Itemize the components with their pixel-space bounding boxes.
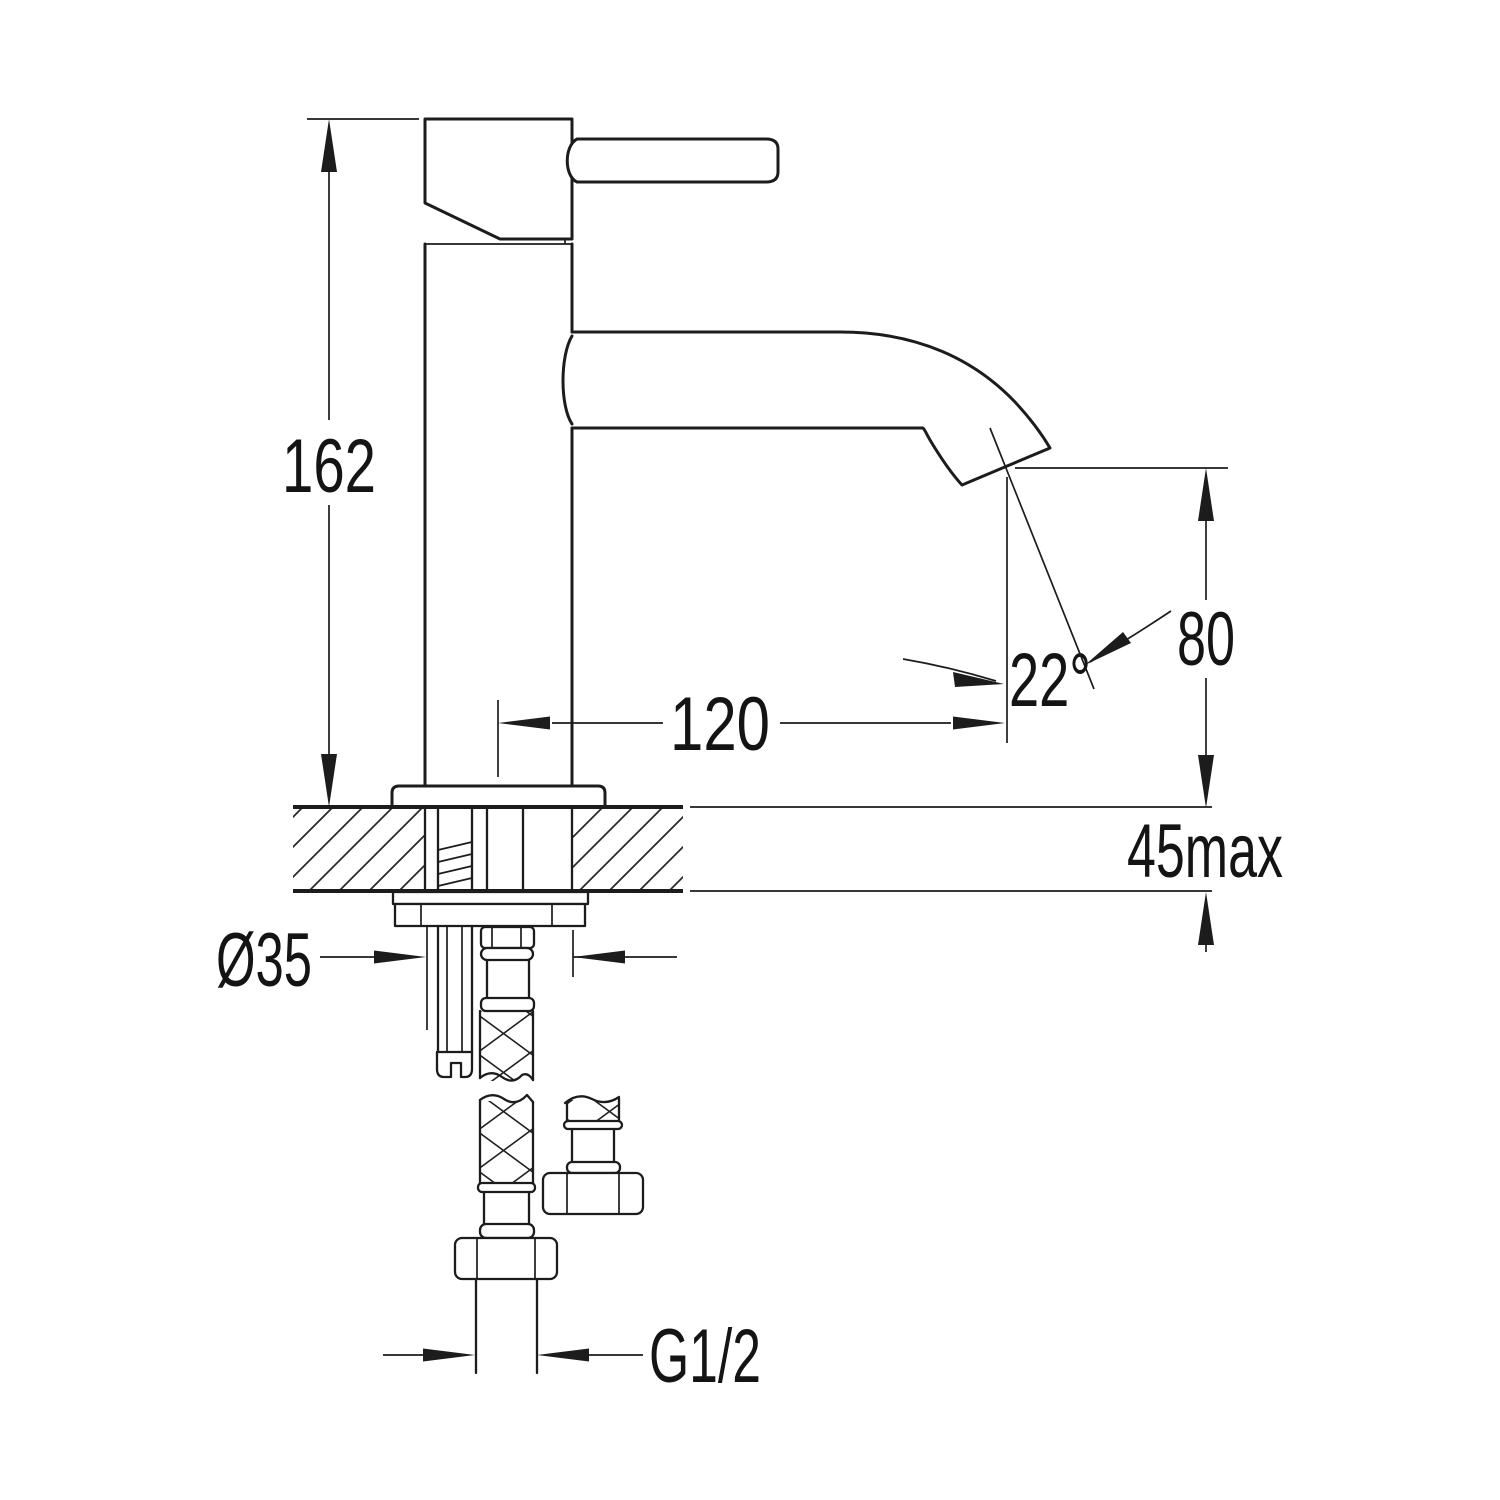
braid-2-sides bbox=[478, 1098, 535, 1185]
spout-body-junction-arc bbox=[561, 334, 574, 426]
hose-nut-left-facets bbox=[476, 1238, 536, 1279]
arrowhead-left-pointing bbox=[573, 950, 625, 964]
arrowhead-angle-right bbox=[1085, 632, 1131, 665]
counter-hatch-right bbox=[573, 807, 683, 891]
head-block bbox=[423, 117, 574, 241]
base-plate bbox=[390, 784, 607, 809]
dim-label-g12: G1/2 bbox=[649, 1314, 761, 1399]
dim-label-22deg: 22° bbox=[1009, 638, 1091, 723]
hose-hex-connector bbox=[479, 925, 536, 950]
handle-lever bbox=[565, 137, 780, 184]
tap-body bbox=[390, 117, 1052, 809]
arrowhead-right-pointing bbox=[374, 950, 426, 964]
hose-nut-right bbox=[541, 1171, 645, 1216]
locknut-facets bbox=[420, 904, 553, 926]
outlet-angle-line bbox=[989, 427, 1095, 690]
arrowhead-right bbox=[953, 716, 1005, 730]
locknut bbox=[393, 902, 587, 928]
arrowhead-up bbox=[1198, 468, 1214, 521]
hose-collar-bottom bbox=[478, 1222, 536, 1240]
hose-cap bbox=[479, 996, 536, 1013]
arrowhead-down bbox=[1198, 755, 1214, 808]
arrowhead-left-pointing bbox=[537, 1348, 589, 1362]
angle-leader-left bbox=[902, 658, 997, 682]
hose-hex-facets bbox=[491, 927, 522, 948]
dim-label-120: 120 bbox=[670, 682, 770, 767]
braid-break-lower-edge bbox=[478, 1072, 535, 1082]
arrowhead-up bbox=[321, 119, 337, 172]
dim-label-45max: 45max bbox=[1127, 809, 1283, 894]
hose-collar-right bbox=[565, 1160, 622, 1175]
braid-segment-1 bbox=[480, 1011, 533, 1081]
dimension-overall-height: 162 bbox=[282, 118, 419, 807]
hose-collar-top bbox=[479, 946, 535, 962]
arrowhead-down bbox=[321, 754, 337, 807]
supply-hoses bbox=[453, 925, 645, 1375]
dim-label-162: 162 bbox=[282, 424, 376, 509]
mounting-hole-walls bbox=[423, 805, 574, 893]
hose-ferrule-right bbox=[562, 1119, 624, 1131]
dimension-inlet-thread: G1/2 bbox=[383, 1314, 761, 1399]
washer bbox=[391, 890, 590, 906]
shank-internal-lines bbox=[436, 805, 525, 893]
hose-nut-left bbox=[453, 1236, 559, 1281]
braid-right-hose bbox=[567, 1100, 619, 1121]
hose-ferrule-left bbox=[476, 1181, 537, 1194]
hose-neck-bottom bbox=[482, 1190, 531, 1226]
dim-label-80: 80 bbox=[1177, 597, 1235, 682]
thread-ticks bbox=[437, 841, 473, 887]
dimension-hole-diameter: Ø35 bbox=[216, 918, 677, 1030]
arrowhead-up bbox=[1198, 892, 1214, 945]
braid-segment-2 bbox=[480, 1101, 533, 1183]
spout bbox=[570, 330, 1052, 487]
hose-neck-right bbox=[570, 1127, 616, 1164]
arrowhead-right-pointing bbox=[423, 1348, 475, 1362]
dimension-deck-thickness: 45max bbox=[1127, 809, 1283, 952]
hose-neck-top bbox=[485, 958, 531, 1000]
dimension-outlet-height: 80 bbox=[1015, 467, 1235, 808]
braid-1-sides bbox=[478, 1009, 535, 1082]
threaded-stud-inner-lines bbox=[446, 926, 463, 1052]
braid-break-upper-edge bbox=[478, 1093, 535, 1104]
threaded-stud bbox=[436, 924, 474, 1054]
arrowhead-angle-left bbox=[953, 672, 1004, 687]
inlet-pipe bbox=[474, 1277, 539, 1375]
stud-slotted-end bbox=[435, 1050, 474, 1079]
dimension-spout-angle: 22° bbox=[902, 427, 1172, 743]
hose-nut-right-facets bbox=[566, 1173, 620, 1214]
braid-right-sides bbox=[565, 1096, 621, 1123]
dim-label-d35: Ø35 bbox=[216, 918, 312, 1003]
countertop-section bbox=[293, 805, 1212, 893]
dimension-spout-reach: 120 bbox=[497, 682, 1005, 777]
arrowhead-left bbox=[498, 716, 550, 730]
counter-hatch-left bbox=[293, 807, 425, 891]
